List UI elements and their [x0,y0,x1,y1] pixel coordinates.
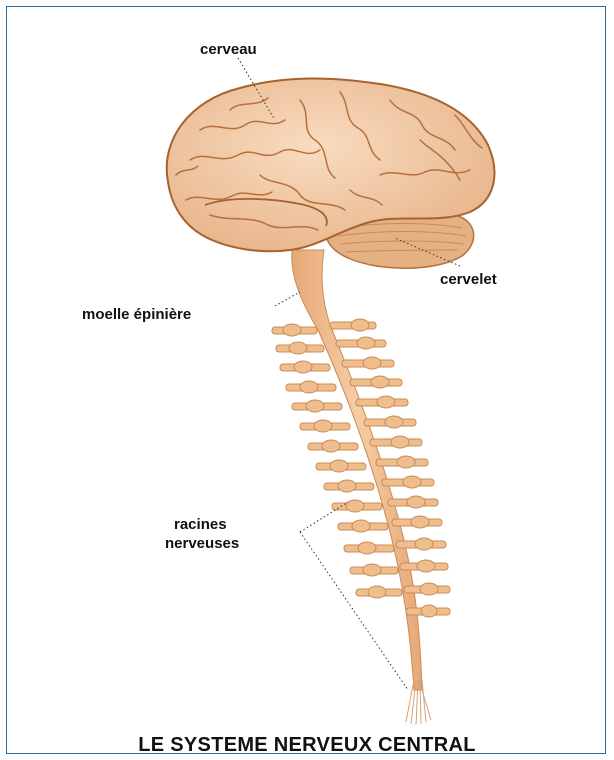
label-cervelet: cervelet [440,270,497,289]
label-racines: racines [174,515,227,534]
diagram-title: LE SYSTEME NERVEUX CENTRAL [0,734,614,757]
label-cerveau: cerveau [200,40,257,59]
label-nerveuses: nerveuses [165,534,239,553]
label-moelle-epiniere: moelle épinière [82,305,191,324]
